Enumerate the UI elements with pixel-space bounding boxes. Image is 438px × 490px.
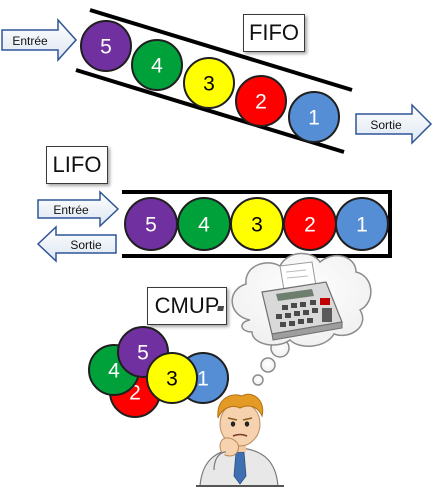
lifo-ball-1: 1 <box>335 197 389 251</box>
cmup-ball-label: 3 <box>166 367 178 390</box>
fifo-ball-1: 1 <box>288 91 340 143</box>
fifo-balls: 5 4 3 2 1 <box>80 20 340 143</box>
fifo-exit-label: Sortie <box>370 118 402 132</box>
lifo-ball-label: 2 <box>304 213 316 236</box>
lifo-exit-label: Sortie <box>70 238 102 252</box>
fifo-ball-4: 4 <box>131 39 183 91</box>
lifo-ball-label: 4 <box>198 213 210 236</box>
lifo-title: LIFO <box>46 146 108 184</box>
fifo-section: Entrée 5 4 3 2 1 Sortie <box>1 8 433 154</box>
fifo-title: FIFO <box>243 14 305 52</box>
fifo-tube-top <box>89 8 353 92</box>
cmup-ball-label: 2 <box>129 381 141 404</box>
fifo-ball-circle <box>183 57 235 109</box>
cmup-ball-3: 3 <box>146 352 198 404</box>
cmup-title: CMUP <box>147 287 227 325</box>
lifo-exit-arrow: Sortie <box>36 225 117 263</box>
lifo-balls: 5 4 3 2 1 <box>124 197 389 251</box>
lifo-ball-label: 1 <box>356 213 368 236</box>
fifo-ball-label: 5 <box>100 35 112 58</box>
fifo-ball-circle <box>235 75 287 127</box>
lifo-section: 5 4 3 2 1 Entrée Sortie <box>36 190 392 263</box>
calculator-icon <box>217 261 343 341</box>
lifo-entry-arrow: Entrée <box>37 190 120 228</box>
lifo-ball-5: 5 <box>124 197 178 251</box>
fifo-ball-3: 3 <box>183 57 235 109</box>
lifo-ball-circle <box>335 197 389 251</box>
lifo-container <box>122 190 392 258</box>
lifo-ball-3: 3 <box>230 197 284 251</box>
fifo-ball-label: 2 <box>255 90 267 113</box>
lifo-entry-label: Entrée <box>53 203 89 217</box>
thinking-person-icon <box>196 393 284 487</box>
fifo-ball-label: 1 <box>308 106 320 129</box>
lifo-ball-label: 3 <box>251 213 263 236</box>
fifo-ball-circle <box>80 20 132 72</box>
cmup-ball-label: 4 <box>108 359 120 382</box>
fifo-entry-arrow: Entrée <box>1 18 78 62</box>
lifo-ball-label: 5 <box>145 213 157 236</box>
cmup-ball-label: 1 <box>197 367 209 390</box>
cmup-ball-label: 5 <box>137 341 149 364</box>
thought-cloud <box>217 252 372 386</box>
fifo-ball-label: 4 <box>151 54 163 77</box>
fifo-ball-circle <box>131 39 183 91</box>
cmup-ball-circle <box>146 352 198 404</box>
lifo-ball-4: 4 <box>177 197 231 251</box>
fifo-ball-circle <box>288 91 340 143</box>
fifo-exit-arrow: Sortie <box>355 103 433 145</box>
fifo-entry-label: Entrée <box>12 34 48 48</box>
fifo-ball-5: 5 <box>80 20 132 72</box>
fifo-ball-2: 2 <box>235 75 287 127</box>
fifo-ball-label: 3 <box>203 72 215 95</box>
lifo-ball-2: 2 <box>283 197 337 251</box>
